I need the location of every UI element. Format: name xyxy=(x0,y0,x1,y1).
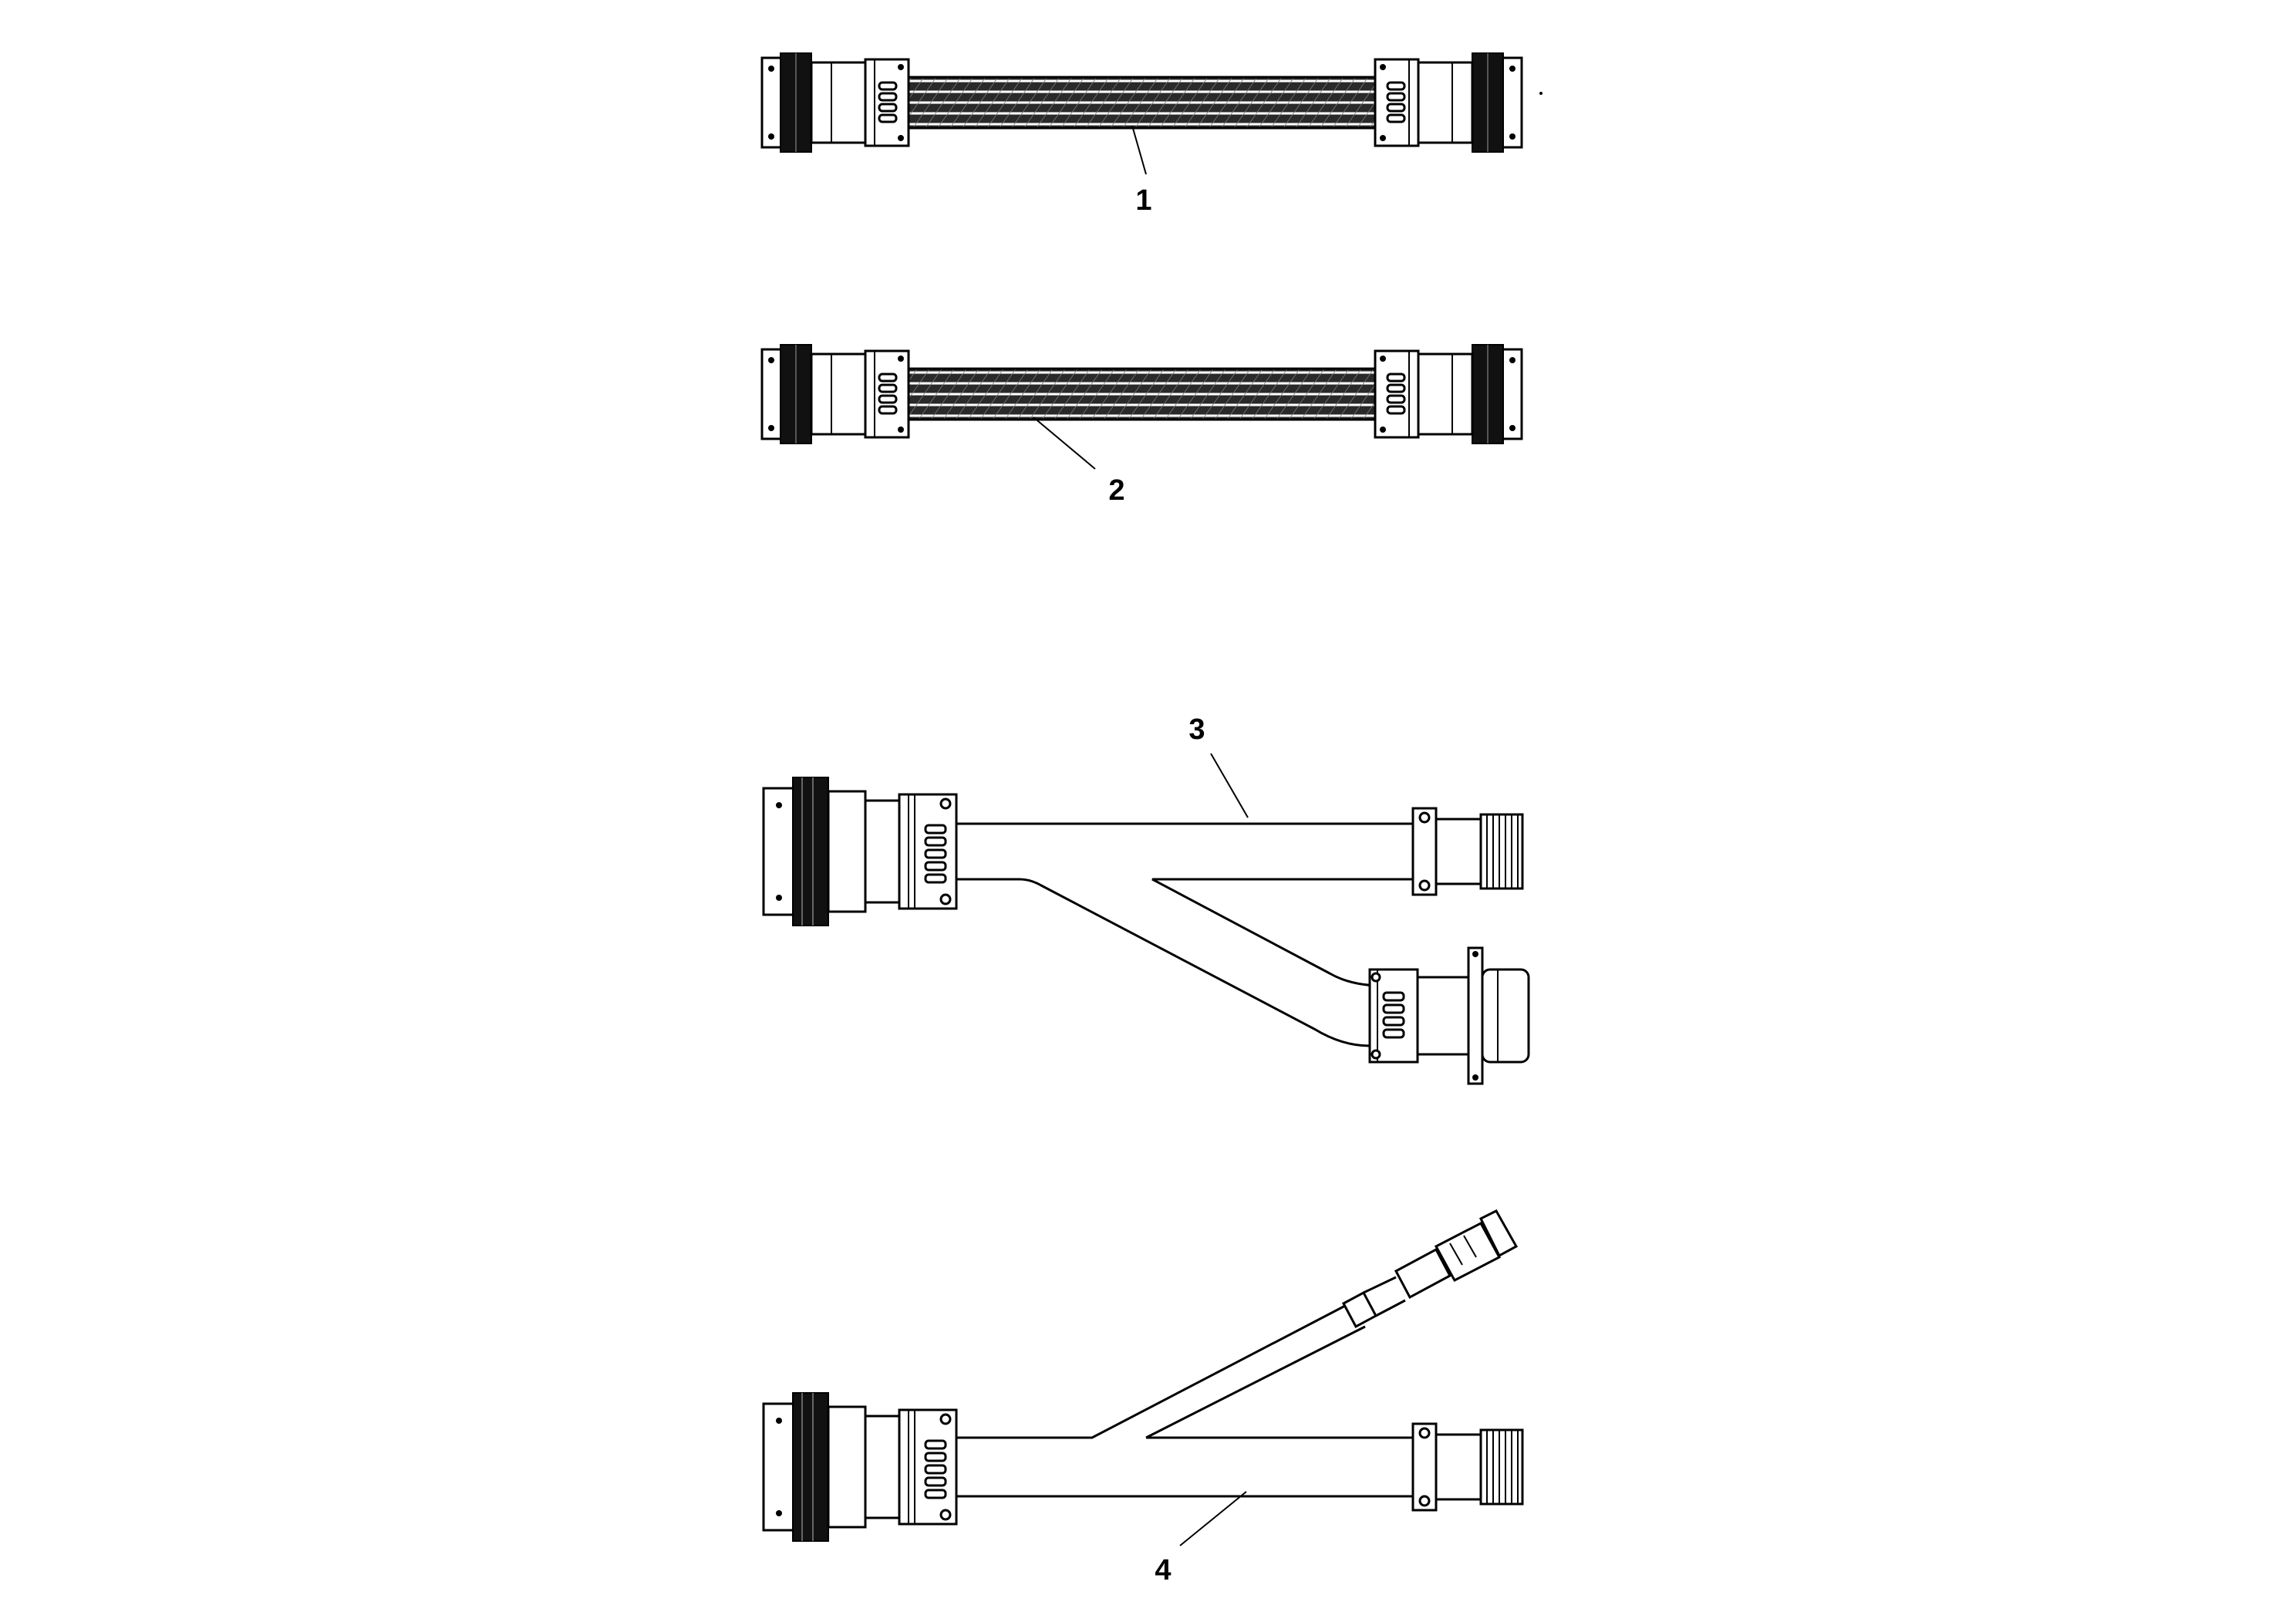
harness-assembly-4: 4 xyxy=(762,1209,1524,1587)
leader-line xyxy=(1179,1491,1247,1546)
braided-sleeve xyxy=(907,76,1377,130)
leader-line xyxy=(1210,753,1249,818)
harness-assembly-1: 1 xyxy=(760,52,1542,217)
harness-assembly-3: 3 xyxy=(762,713,1530,1085)
connector-left xyxy=(760,343,910,445)
connector-main xyxy=(762,776,958,927)
callout-label: 1 xyxy=(1135,184,1151,217)
connector-main xyxy=(762,1391,958,1543)
callout-label: 4 xyxy=(1155,1554,1171,1587)
braided-sleeve xyxy=(907,367,1377,421)
connector-right xyxy=(1374,343,1523,445)
callout-label: 3 xyxy=(1188,713,1205,746)
connector-flange xyxy=(1368,946,1530,1085)
pigtail-branch xyxy=(1341,1209,1519,1329)
harness-trunk xyxy=(956,1303,1413,1498)
connector-threaded xyxy=(1411,807,1524,896)
connector-right xyxy=(1374,52,1523,153)
callout-label: 2 xyxy=(1108,474,1124,507)
leader-line xyxy=(1131,125,1147,175)
connector-threaded xyxy=(1411,1422,1524,1512)
stray-dot xyxy=(1539,92,1542,95)
harness-assembly-2: 2 xyxy=(760,343,1523,507)
connector-left xyxy=(760,52,910,153)
leader-line xyxy=(1033,416,1096,470)
harness-trunk xyxy=(956,822,1413,1047)
